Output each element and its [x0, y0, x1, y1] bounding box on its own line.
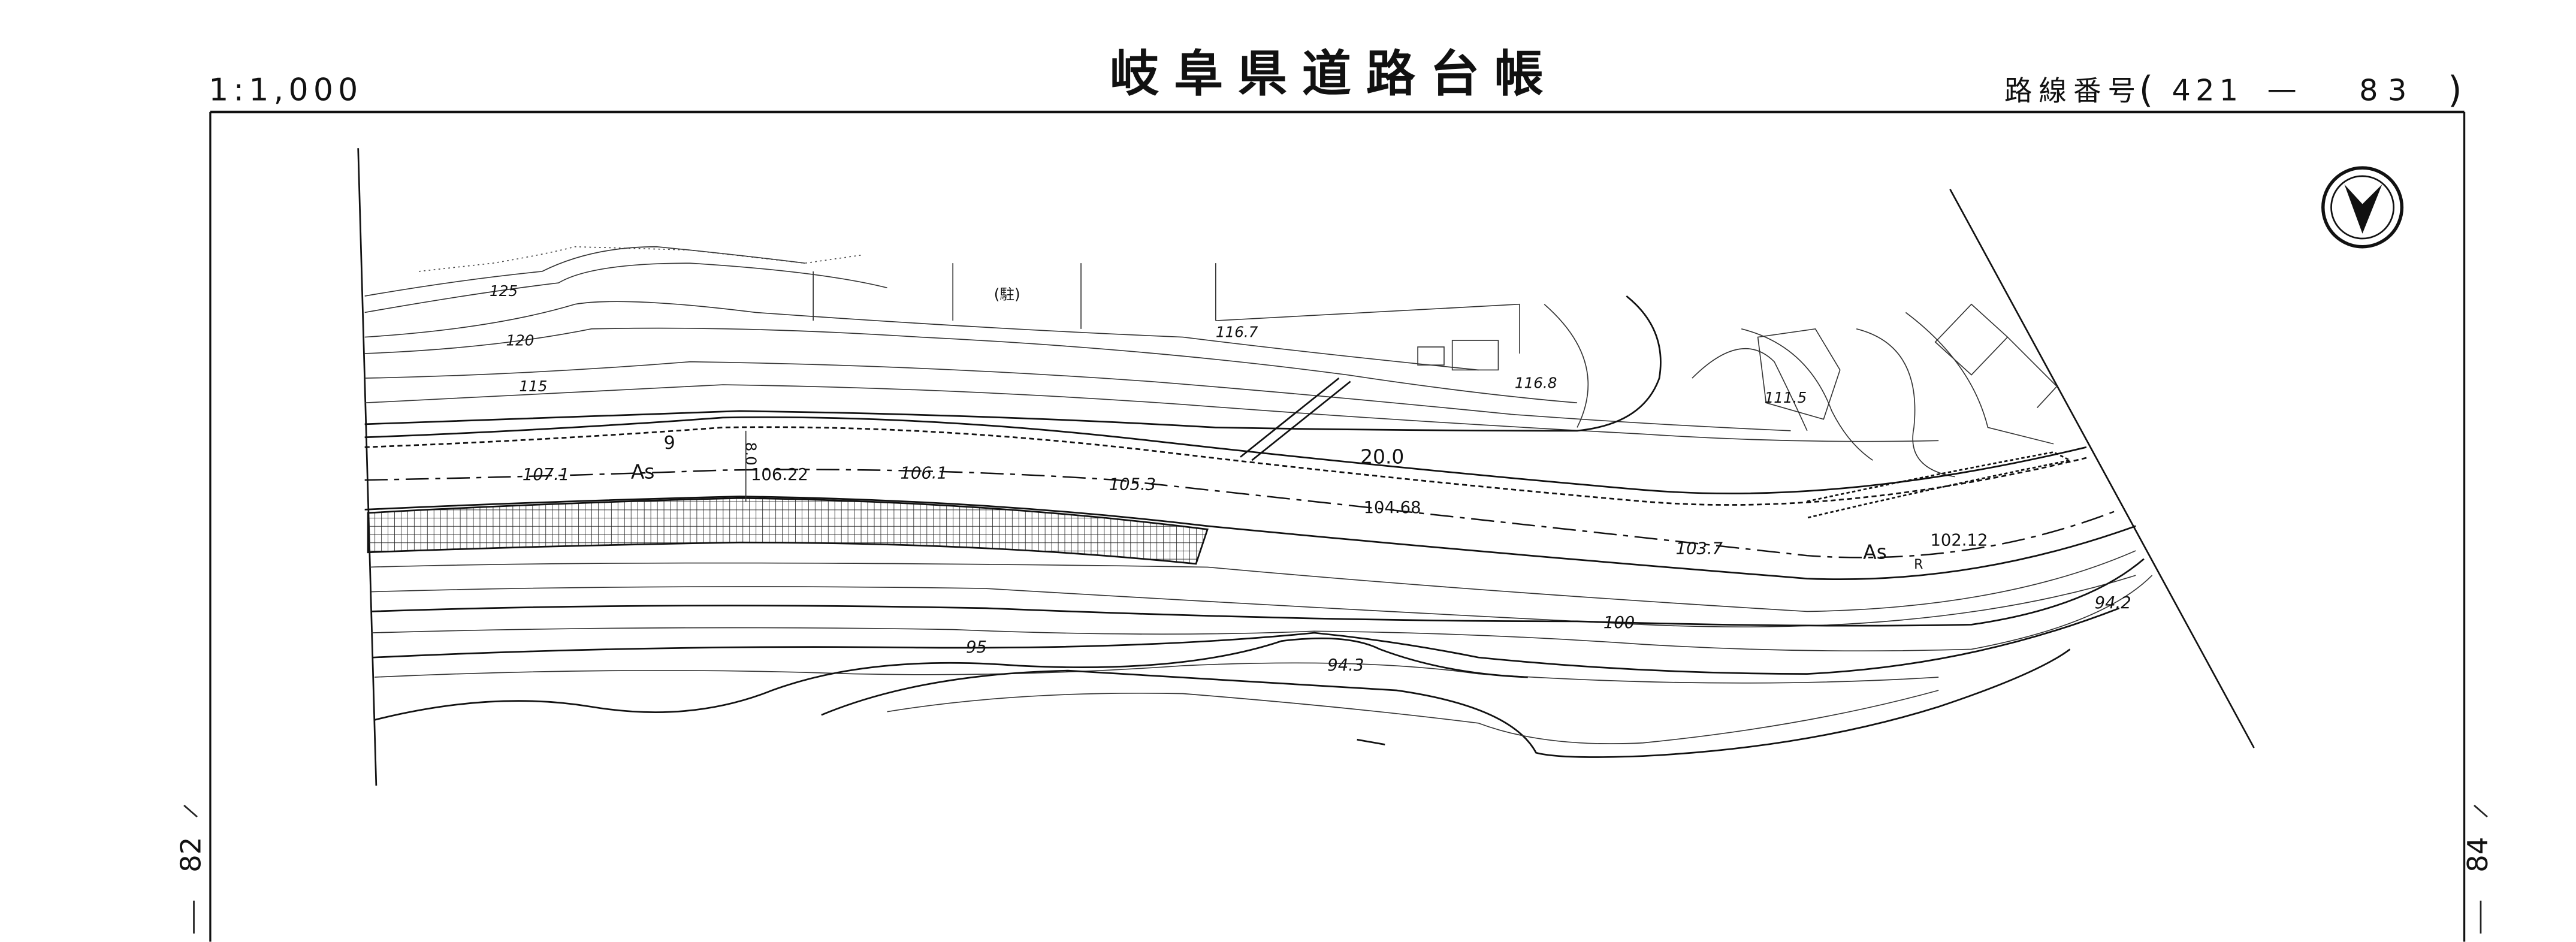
elevation-116-7: 116.7 — [1216, 324, 1258, 341]
next-sheet-link[interactable]: 84 — [2462, 837, 2494, 872]
road — [364, 416, 2136, 581]
surface-asphalt-label-1: As — [631, 460, 655, 483]
contour-label-115: 115 — [519, 378, 547, 395]
road-centerline — [364, 469, 2120, 558]
scale-label: 1:1,000 — [209, 73, 363, 108]
elevation-111-5: 111.5 — [1765, 389, 1807, 406]
next-sheet-paren — [2474, 804, 2488, 818]
elevation-102-12: 102.12 — [1931, 532, 1988, 550]
north-arrow-icon — [2321, 166, 2404, 249]
surface-asphalt-label-2: As — [1863, 541, 1887, 564]
retaining-wall-hatch — [367, 497, 1209, 565]
contour-label-100: 100 — [1603, 614, 1635, 632]
map-boundary-right — [1949, 189, 2255, 748]
elevation-104-68: 104.68 — [1364, 499, 1421, 517]
route-close-paren: ) — [2448, 69, 2462, 111]
contour-label-95: 95 — [966, 638, 987, 657]
sheet-number: 83 — [2359, 73, 2417, 108]
route-number: 路線番号 ( 421 — 83 ) — [2004, 69, 2462, 111]
map-labels: 125 120 115 (駐) 116.7 116.8 111.5 9 8.0 … — [490, 282, 2131, 675]
elevation-107-1: 107.1 — [523, 466, 569, 484]
road-width-8-0: 8.0 — [742, 442, 760, 466]
elevation-106-1: 106.1 — [900, 464, 947, 482]
parking-label: (駐) — [994, 285, 1020, 303]
route-label: 路線番号 — [2004, 75, 2142, 107]
elevation-94-3: 94.3 — [1327, 656, 1364, 675]
route-open-paren: ( — [2139, 69, 2154, 111]
prev-sheet-number[interactable]: 82 — [174, 837, 207, 872]
station-number-9: 9 — [664, 433, 675, 454]
road-width-20-0: 20.0 — [1360, 445, 1404, 469]
map-boundary-left — [357, 148, 378, 786]
elevation-105-3: 105.3 — [1109, 476, 1156, 494]
contour-label-125: 125 — [490, 282, 518, 300]
upper-contours — [364, 246, 2058, 478]
prev-sheet-paren — [183, 804, 198, 818]
route-number-value: 421 — [2172, 73, 2243, 108]
elevation-94-2: 94.2 — [2095, 594, 2131, 612]
elevation-103-7: 103.7 — [1676, 539, 1723, 558]
next-sheet-number[interactable]: 84 — [2462, 837, 2494, 872]
lower-contours — [369, 550, 2153, 758]
prev-sheet-link[interactable]: 82 — [174, 837, 207, 872]
elevation-106-22: 106.22 — [751, 466, 808, 484]
route-separator: — — [2267, 71, 2297, 106]
page-title: 岐阜県道路台帳 — [1110, 46, 1558, 102]
contour-label-120: 120 — [506, 331, 534, 349]
mark-r: R — [1914, 557, 1923, 572]
elevation-116-8: 116.8 — [1515, 375, 1557, 392]
